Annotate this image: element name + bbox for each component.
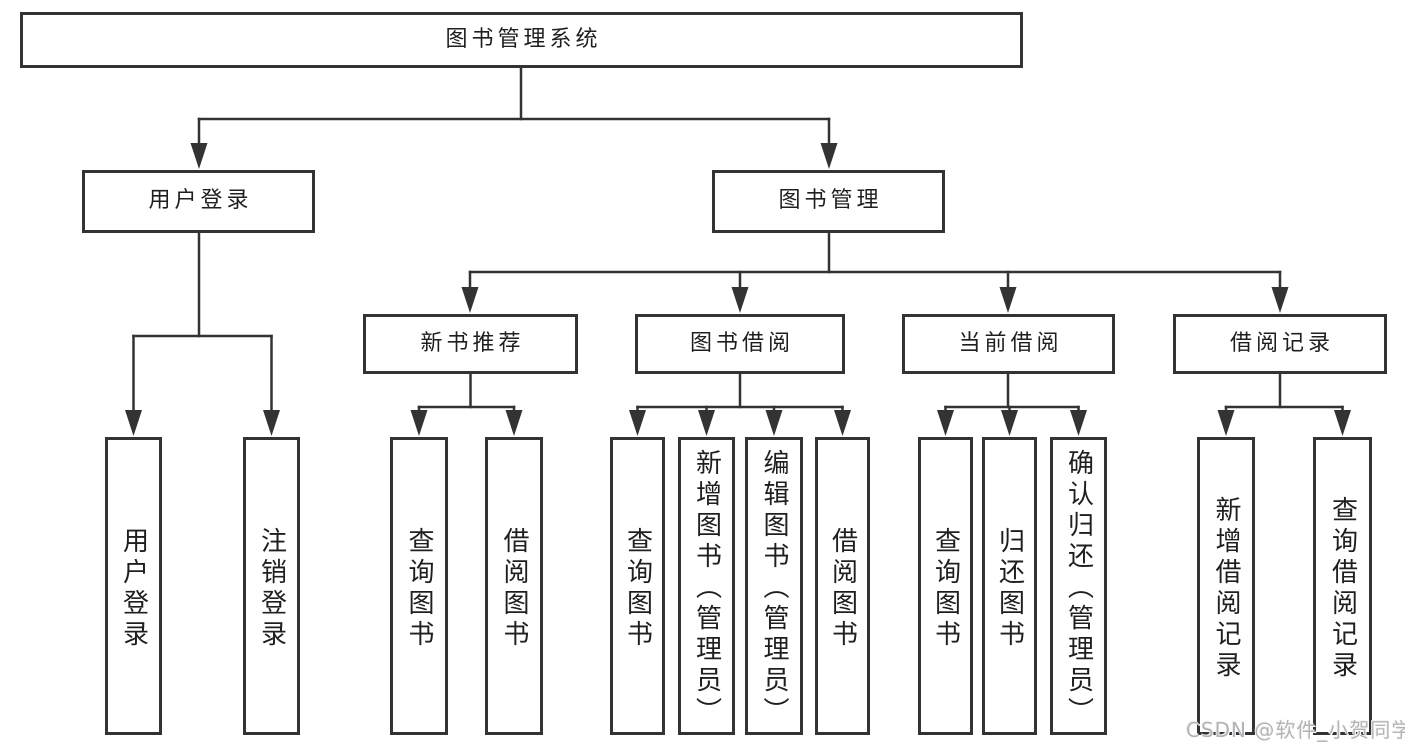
leaf-user-login: 用户登录 — [105, 437, 162, 735]
node-book-management: 图书管理 — [712, 170, 945, 233]
node-user-login: 用户登录 — [82, 170, 315, 233]
leaf-return-book: 归还图书 — [982, 437, 1037, 735]
node-current-borrow: 当前借阅 — [902, 314, 1115, 374]
node-new-book-recommend: 新书推荐 — [363, 314, 578, 374]
leaf-borrow-book-1: 借阅图书 — [485, 437, 543, 735]
csdn-watermark: CSDN @软件_小贺同学 — [1186, 718, 1405, 742]
leaf-borrow-book-2: 借阅图书 — [815, 437, 870, 735]
leaf-query-book-1: 查询图书 — [390, 437, 448, 735]
leaf-logout-login: 注销登录 — [243, 437, 300, 735]
node-book-borrow: 图书借阅 — [635, 314, 845, 374]
node-root: 图书管理系统 — [20, 12, 1023, 68]
leaf-add-borrow-record: 新增借阅记录 — [1197, 437, 1255, 735]
leaf-edit-book-admin: 编辑图书（管理员） — [745, 437, 803, 735]
leaf-confirm-return-admin: 确认归还（管理员） — [1050, 437, 1107, 735]
node-borrow-records: 借阅记录 — [1173, 314, 1387, 374]
leaf-query-book-2: 查询图书 — [610, 437, 665, 735]
leaf-query-borrow-record: 查询借阅记录 — [1313, 437, 1372, 735]
leaf-add-book-admin: 新增图书（管理员） — [678, 437, 735, 735]
leaf-query-book-3: 查询图书 — [918, 437, 973, 735]
